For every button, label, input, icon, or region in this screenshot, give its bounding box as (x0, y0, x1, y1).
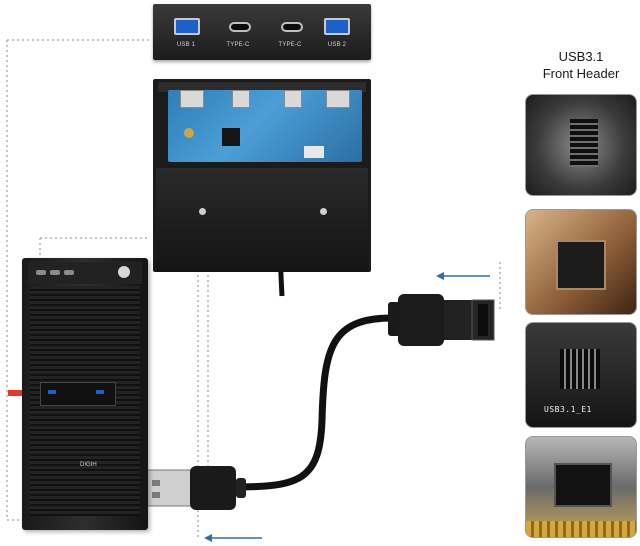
bracket-lower-plate (156, 168, 368, 272)
front-header-caption: USB3.1 Front Header (526, 48, 636, 82)
tower-button (36, 270, 46, 275)
connector-socket-photo (556, 240, 606, 290)
tower-top-panel (28, 262, 142, 284)
port-label-type-c-1: TYPE-C (226, 42, 250, 48)
usb-c-port-2 (281, 22, 303, 32)
tower-drive-bay-panel (40, 382, 116, 406)
header-silkscreen-label: USB3.1_E1 (544, 405, 592, 414)
pcb-capacitor (184, 128, 194, 138)
pcb-usb-a-port-2 (326, 90, 350, 108)
motherboard-photo-4 (525, 436, 637, 538)
motherboard-photo-1 (525, 94, 637, 196)
usb-a-port-2 (324, 18, 350, 35)
usb-a-port-1 (174, 18, 200, 35)
pcb-usb-c-port-1 (232, 90, 250, 108)
port-label-usb-1: USB 1 (176, 42, 196, 48)
caption-line-1: USB3.1 (558, 49, 604, 64)
usb-header-photo (560, 349, 600, 389)
motherboard-photo-2 (525, 209, 637, 315)
main-cable (231, 314, 396, 491)
pcb-header-socket (304, 146, 324, 158)
usb-a-plug (145, 466, 246, 510)
bay-usb-port (48, 390, 56, 394)
bay-usb-port (96, 390, 104, 394)
blue-arrow-icon-top (436, 272, 490, 280)
gold-pins-strip (526, 521, 636, 537)
header-closeup-photo (554, 463, 612, 507)
usb-c-port-1 (229, 22, 251, 32)
tower-button (50, 270, 60, 275)
header-connector (388, 294, 495, 346)
pcb-usb-c-port-2 (284, 90, 302, 108)
header-pins-photo (570, 119, 598, 167)
screw-icon (199, 208, 206, 215)
caption-line-2: Front Header (542, 66, 620, 81)
screw-icon (320, 208, 327, 215)
blue-arrow-icon-bottom (204, 534, 262, 542)
tower-brand-mark: DIGIH (80, 462, 97, 468)
bracket-top-lip (158, 82, 366, 92)
pcb-chip (222, 128, 240, 146)
motherboard-photo-3: USB3.1_E1 (525, 322, 637, 428)
port-label-usb-2: USB 2 (327, 42, 347, 48)
tower-button (64, 270, 74, 275)
power-button-icon (118, 266, 130, 278)
pcb-usb-a-port-1 (180, 90, 204, 108)
port-label-type-c-2: TYPE-C (278, 42, 302, 48)
